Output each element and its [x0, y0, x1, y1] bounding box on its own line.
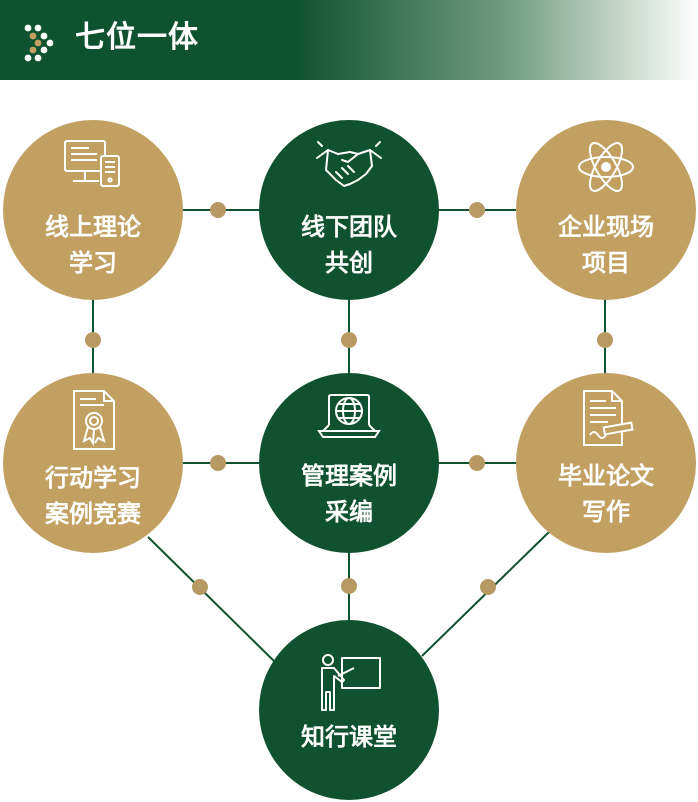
- connector-dot: [341, 578, 357, 594]
- node-case-editing: 管理案例 采编: [259, 373, 439, 553]
- teacher-board-icon: [321, 654, 381, 711]
- node-label-line1: 知行课堂: [301, 723, 397, 751]
- node-label-line2: 共创: [325, 249, 373, 277]
- node-label-line1: 管理案例: [301, 462, 397, 490]
- atom-icon: [578, 142, 634, 192]
- node-team-cocreation: 线下团队 共创: [259, 120, 439, 300]
- dots-logo-icon: [24, 24, 54, 62]
- node-label-line2: 写作: [582, 498, 630, 526]
- certificate-icon: [73, 390, 115, 450]
- connector-dot: [341, 332, 357, 348]
- node-label-line2: 项目: [582, 249, 630, 277]
- connector-dot: [210, 202, 226, 218]
- connector-dot: [480, 579, 496, 595]
- connector-dot: [469, 202, 485, 218]
- page-title: 七位一体: [75, 20, 199, 55]
- node-label-line2: 学习: [69, 249, 117, 277]
- node-label-line2: 采编: [325, 498, 373, 526]
- node-label-line1: 线下团队: [301, 213, 397, 241]
- node-enterprise-project: 企业现场 项目: [516, 120, 696, 300]
- node-online-learning: 线上理论 学习: [3, 120, 183, 300]
- connector-dot: [597, 332, 613, 348]
- node-knowledge-classroom: 知行课堂: [259, 620, 439, 800]
- link-action-classroom: [147, 536, 276, 663]
- node-label-line2: 案例竞赛: [45, 500, 141, 528]
- node-label-line1: 毕业论文: [558, 462, 654, 490]
- node-label-line1: 企业现场: [558, 213, 654, 241]
- node-thesis-writing: 毕业论文 写作: [516, 373, 696, 553]
- connector-dot: [192, 579, 208, 595]
- connector-dot: [469, 455, 485, 471]
- document-pen-icon: [583, 390, 634, 446]
- header-bar: 七位一体: [0, 0, 698, 80]
- node-label-line1: 线上理论: [45, 213, 141, 241]
- globe-laptop-icon: [317, 394, 381, 438]
- computer-icon: [64, 140, 120, 187]
- node-label-line1: 行动学习: [45, 464, 141, 492]
- handshake-icon: [316, 141, 382, 187]
- connector-dot: [85, 332, 101, 348]
- connector-dot: [210, 455, 226, 471]
- node-action-learning: 行动学习 案例竞赛: [3, 373, 183, 553]
